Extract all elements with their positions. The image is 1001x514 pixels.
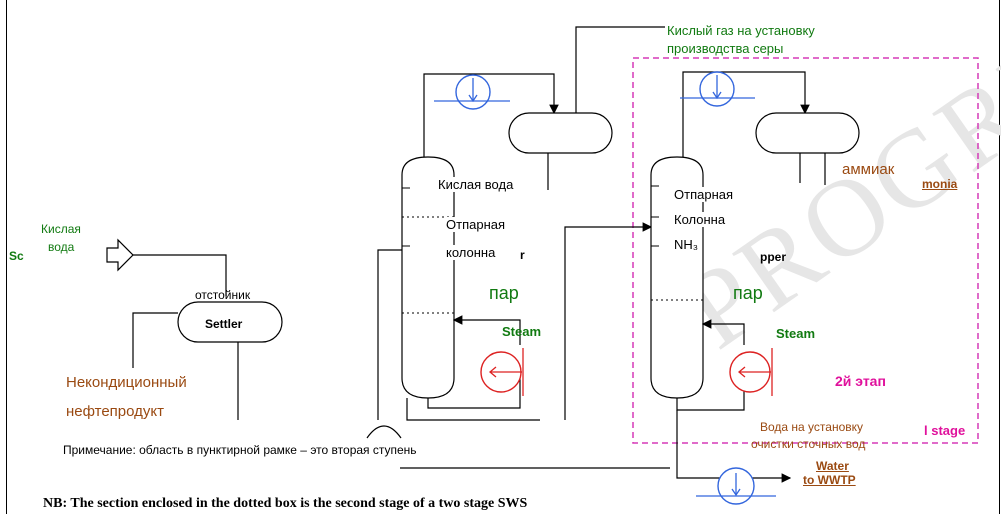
col1-steam-return [452,315,521,345]
steam-label-1: пар [489,283,519,303]
steam-en-label-1: Steam [502,324,542,339]
column1-label-1: Кислая вода [438,177,514,192]
settler-label-ru: отстойник [195,288,251,302]
sour-water-label-2: вода [48,240,75,254]
col1-feed-line [377,249,402,420]
settler-label-en: Settler [205,317,243,331]
column1-en-fragment: r [520,248,525,262]
column2-label-1: Отпарная [674,187,734,202]
sour-water-label-1: Кислая [41,222,81,236]
acid-gas-label-1: Кислый газ на установку [667,23,815,38]
col2-overhead-line [682,71,810,157]
wwtp-label-2: очистки сточных вод [751,437,866,451]
stage-en-fragment: l stage [924,423,966,438]
wwtp-label-1: Вода на установку [760,420,864,434]
feed-line [133,254,227,296]
wwtp-en-label-2: to WWTP [803,473,856,487]
acid-gas-label-2: производства серы [667,41,784,56]
column2-label-3: NH₃ [674,237,699,252]
transfer-line [564,222,653,420]
offspec-label-1: Некондиционный [66,374,187,391]
stripper-en-fragment: pper [760,250,787,264]
column1-label-3: колонна [446,245,496,260]
ammonia-en-fragment: monia [922,177,958,191]
oil-outlet-line [132,312,178,368]
col1-reboil-line [427,365,521,409]
settler-vessel [177,301,283,343]
col1-overhead-line [423,73,559,157]
wwtp-en-label-1: Water [816,459,849,473]
col1-bottoms-line [406,398,540,421]
column2-label-2: Колонна [674,212,726,227]
second-stage-box [632,57,979,444]
stage2-label: 2й этап [835,373,886,389]
reflux-drum-1 [508,112,613,154]
ammonia-label: аммиак [842,161,895,178]
col2-steam-return [701,319,745,345]
column-1 [401,156,455,399]
column1-label-2: Отпарная [446,217,506,232]
diagram-frame [6,0,1000,514]
reflux-drum-2 [755,112,860,154]
sour-water-en-fragment: Sc [9,249,24,263]
acid-gas-line [575,26,665,113]
steam-label-2: пар [733,283,763,303]
pump-1 [366,425,402,439]
note-en: NB: The section enclosed in the dotted b… [43,496,528,511]
offspec-label-2: нефтепродукт [66,403,165,420]
steam-en-label-2: Steam [776,326,816,341]
feed-arrow [106,238,134,272]
note-ru: Примечание: область в пунктирной рамке –… [63,443,417,457]
